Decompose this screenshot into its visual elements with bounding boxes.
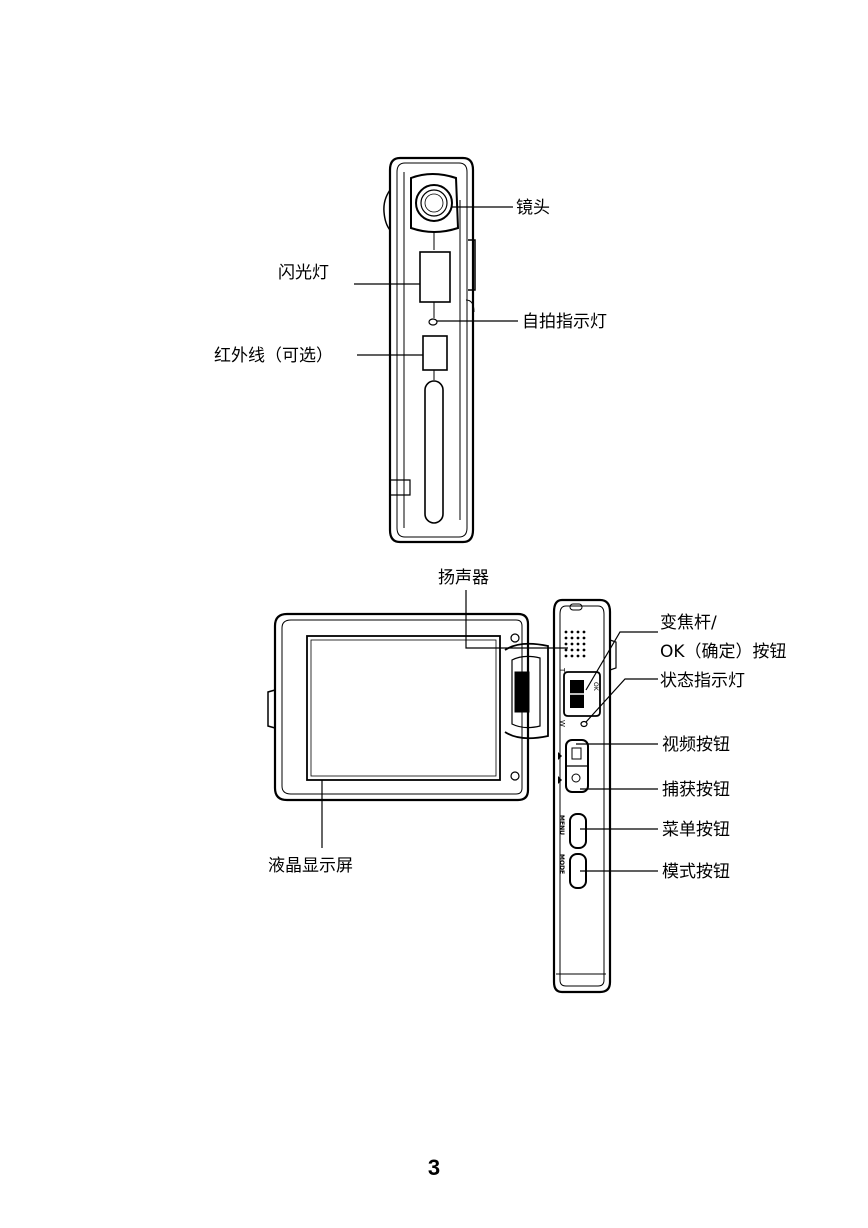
lcd-hinge	[504, 642, 549, 740]
flash-label: 闪光灯	[278, 263, 329, 283]
mode-button-label: 模式按钮	[662, 862, 730, 882]
lcd-panel	[267, 612, 530, 802]
zoom-lever-label-line1: 变焦杆/	[660, 613, 717, 633]
video-button-label: 视频按钮	[662, 735, 730, 755]
infrared-label: 红外线（可选）	[214, 346, 333, 366]
camera-side-body	[552, 598, 617, 994]
speaker-label: 扬声器	[438, 568, 489, 588]
lens-label: 镜头	[516, 198, 550, 218]
status-led-label: 状态指示灯	[660, 671, 745, 691]
zoom-lever-label-line2: OK（确定）按钮	[660, 642, 787, 662]
camera-front-view	[383, 156, 476, 544]
tele-mark: T	[558, 667, 566, 673]
self-timer-led-label: 自拍指示灯	[522, 312, 607, 332]
speaker-grille	[564, 630, 586, 658]
front-leader-lines	[354, 206, 518, 356]
menu-button-mark: MENU	[558, 815, 565, 835]
capture-button-label: 捕获按钮	[662, 780, 730, 800]
mode-button-mark: MODE	[558, 854, 565, 874]
lcd-label: 液晶显示屏	[268, 856, 353, 876]
side-leader-lines	[321, 590, 658, 872]
wide-mark: W	[558, 720, 566, 727]
menu-button-label: 菜单按钮	[662, 820, 730, 840]
page-number: 3	[427, 1155, 441, 1180]
ok-mark: OK	[592, 682, 599, 692]
